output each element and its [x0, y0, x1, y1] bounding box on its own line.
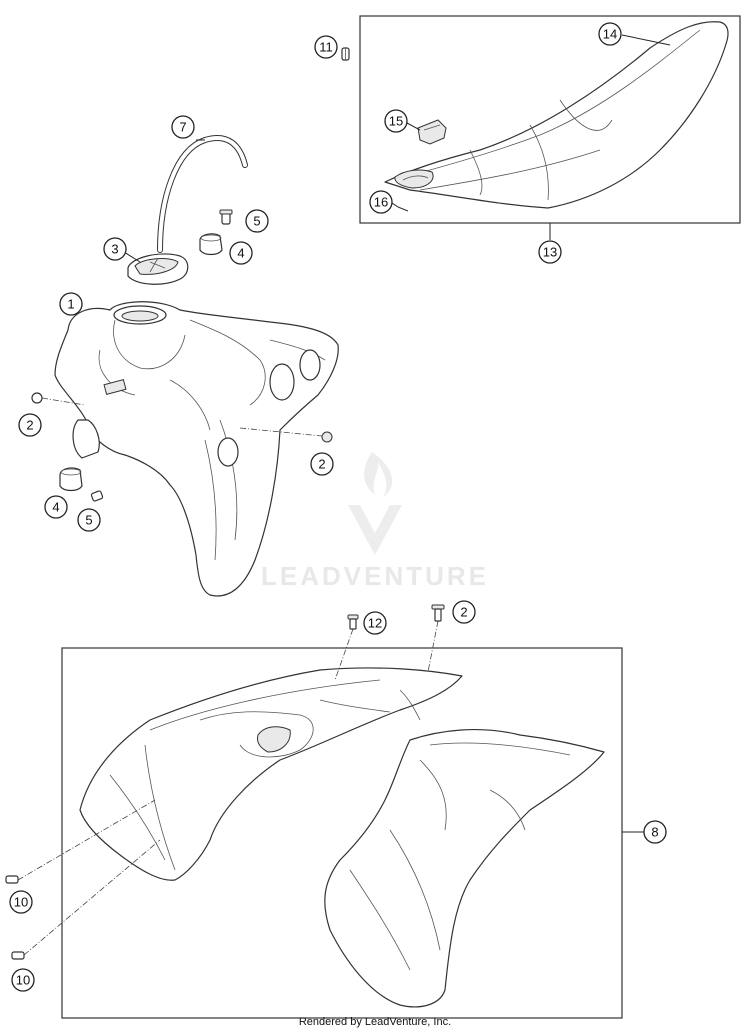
svg-text:4: 4 — [52, 500, 59, 515]
screw-upper — [219, 209, 233, 225]
screw-lower — [90, 490, 104, 502]
spoiler-screw-10-upper — [5, 799, 156, 884]
right-spoiler — [324, 728, 605, 1008]
svg-text:1: 1 — [67, 297, 74, 312]
callout-5-upper: 5 — [245, 209, 269, 233]
callout-4-lower: 4 — [44, 495, 68, 519]
svg-text:2: 2 — [318, 457, 325, 472]
spoiler-screw-2 — [427, 604, 445, 673]
svg-text:4: 4 — [237, 246, 244, 261]
svg-text:2: 2 — [460, 605, 467, 620]
svg-text:11: 11 — [319, 40, 333, 55]
fuel-tank — [54, 301, 339, 597]
callout-16: 16 — [369, 190, 393, 214]
callout-2-tank-left: 2 — [18, 413, 42, 437]
left-spoiler — [79, 667, 463, 881]
tank-screw-left — [31, 392, 86, 406]
svg-text:15: 15 — [389, 114, 403, 129]
callout-8: 8 — [643, 820, 667, 844]
svg-text:14: 14 — [603, 27, 617, 42]
svg-text:16: 16 — [374, 195, 388, 210]
tank-screw-right — [239, 427, 333, 443]
svg-text:5: 5 — [253, 214, 260, 229]
rubber-bushing-lower — [59, 467, 83, 492]
callout-11: 11 — [314, 35, 338, 59]
callout-2-tank-right: 2 — [310, 452, 334, 476]
svg-text:10: 10 — [16, 973, 30, 988]
svg-text:3: 3 — [111, 242, 118, 257]
spoiler-screw-10-lower — [11, 839, 161, 960]
svg-text:10: 10 — [14, 895, 28, 910]
callout-2-spoiler: 2 — [452, 600, 476, 624]
svg-text:8: 8 — [651, 825, 658, 840]
callout-10-lower: 10 — [11, 968, 35, 992]
callout-7: 7 — [171, 115, 195, 139]
leader-lines — [123, 34, 671, 833]
callout-14: 14 — [598, 22, 622, 46]
svg-text:2: 2 — [26, 418, 33, 433]
watermark-text: LEADVENTURE — [261, 561, 489, 591]
callout-10-upper: 10 — [9, 890, 33, 914]
svg-text:13: 13 — [543, 245, 557, 260]
spoiler-screw-12 — [334, 614, 359, 681]
svg-text:12: 12 — [368, 616, 382, 631]
callout-4-upper: 4 — [229, 241, 253, 265]
callout-5-lower: 5 — [77, 508, 101, 532]
callout-3: 3 — [103, 237, 127, 261]
fuel-hose — [157, 135, 248, 253]
seat-pin — [397, 206, 409, 212]
svg-text:7: 7 — [179, 120, 186, 135]
svg-text:5: 5 — [85, 513, 92, 528]
rubber-bushing-upper — [199, 233, 223, 256]
leadventure-watermark: LEADVENTURE — [261, 452, 489, 591]
seat — [384, 21, 729, 209]
callout-1: 1 — [59, 292, 83, 316]
seat-screw — [341, 47, 350, 61]
fuel-cap — [127, 253, 189, 285]
render-credit: Rendered by LeadVenture, Inc. — [298, 1016, 452, 1028]
spoiler-kit-box — [61, 647, 623, 1019]
callout-13: 13 — [538, 240, 562, 264]
seat-bracket — [417, 119, 447, 145]
callout-12: 12 — [363, 611, 387, 635]
callout-15: 15 — [384, 109, 408, 133]
